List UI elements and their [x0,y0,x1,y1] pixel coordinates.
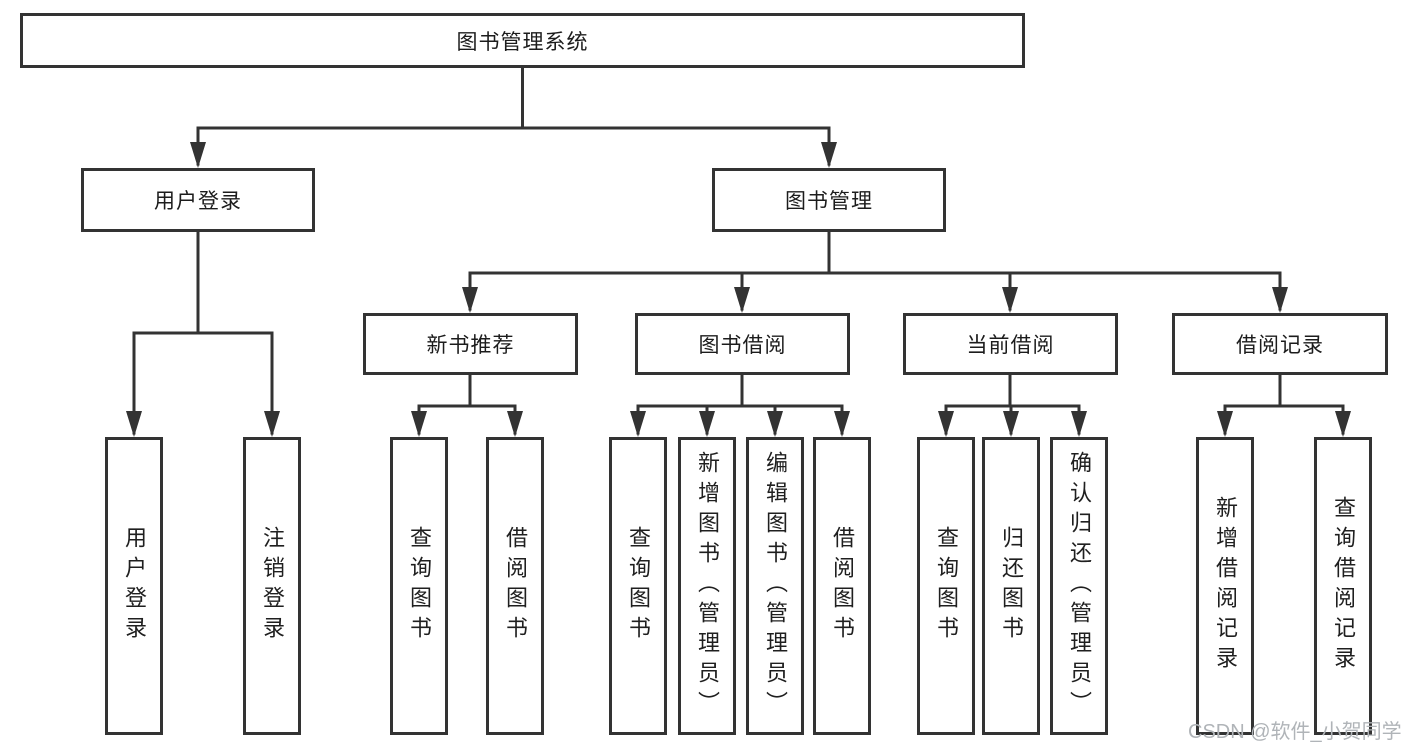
leaf-logout: 注销登录 [243,437,301,735]
leaf-borrow-books-recommend: 借阅图书 [486,437,544,735]
leaf-add-borrow-record: 新增借阅记录 [1196,437,1254,735]
connector-current-borrow-to-leaves [938,373,1087,437]
leaf-query-borrow-record: 查询借阅记录 [1314,437,1372,735]
node-book-borrow: 图书借阅 [635,313,850,375]
connector-root-to-level2 [190,66,837,168]
leaf-query-books-borrow-label: 查询图书 [626,526,651,646]
connector-new-book-recommend-to-leaves [411,373,523,437]
node-current-borrow: 当前借阅 [903,313,1118,375]
leaf-edit-book-admin-label: 编辑图书（管理员） [763,451,788,721]
node-book-borrow-label: 图书借阅 [698,334,787,357]
node-root-system: 图书管理系统 [20,13,1025,68]
node-user-login: 用户登录 [81,168,315,232]
node-user-login-label: 用户登录 [154,190,242,213]
node-book-management: 图书管理 [712,168,946,232]
leaf-borrow-books: 借阅图书 [813,437,871,735]
leaf-edit-book-admin: 编辑图书（管理员） [746,437,804,735]
node-borrow-records: 借阅记录 [1172,313,1388,375]
node-root-label: 图书管理系统 [456,30,589,54]
connector-book-borrow-to-leaves [630,373,850,437]
leaf-user-login: 用户登录 [105,437,163,735]
leaf-user-login-label: 用户登录 [122,526,147,646]
leaf-add-book-admin-label: 新增图书（管理员） [695,451,720,721]
leaf-query-books-recommend-label: 查询图书 [407,526,432,646]
leaf-logout-label: 注销登录 [260,526,285,646]
node-current-borrow-label: 当前借阅 [966,334,1055,357]
leaf-confirm-return-admin-label: 确认归还（管理员） [1067,451,1092,721]
leaf-confirm-return-admin: 确认归还（管理员） [1050,437,1108,735]
node-borrow-records-label: 借阅记录 [1236,334,1324,357]
leaf-add-borrow-record-label: 新增借阅记录 [1213,496,1238,676]
leaf-borrow-books-recommend-label: 借阅图书 [503,526,528,646]
connector-user-login-to-leaves [126,230,280,437]
leaf-query-borrow-record-label: 查询借阅记录 [1331,496,1356,676]
node-new-book-recommend-label: 新书推荐 [426,334,515,357]
csdn-watermark: CSDN @软件_小贺同学 [1188,721,1402,743]
leaf-return-books: 归还图书 [982,437,1040,735]
leaf-query-books-current: 查询图书 [917,437,975,735]
leaf-add-book-admin: 新增图书（管理员） [678,437,736,735]
leaf-query-books-borrow: 查询图书 [609,437,667,735]
connector-book-management-to-level3 [462,230,1288,313]
leaf-return-books-label: 归还图书 [999,526,1024,646]
node-new-book-recommend: 新书推荐 [363,313,578,375]
leaf-borrow-books-label: 借阅图书 [830,526,855,646]
leaf-query-books-current-label: 查询图书 [934,526,959,646]
leaf-query-books-recommend: 查询图书 [390,437,448,735]
connector-borrow-records-to-leaves [1217,373,1351,437]
node-book-management-label: 图书管理 [785,190,873,213]
